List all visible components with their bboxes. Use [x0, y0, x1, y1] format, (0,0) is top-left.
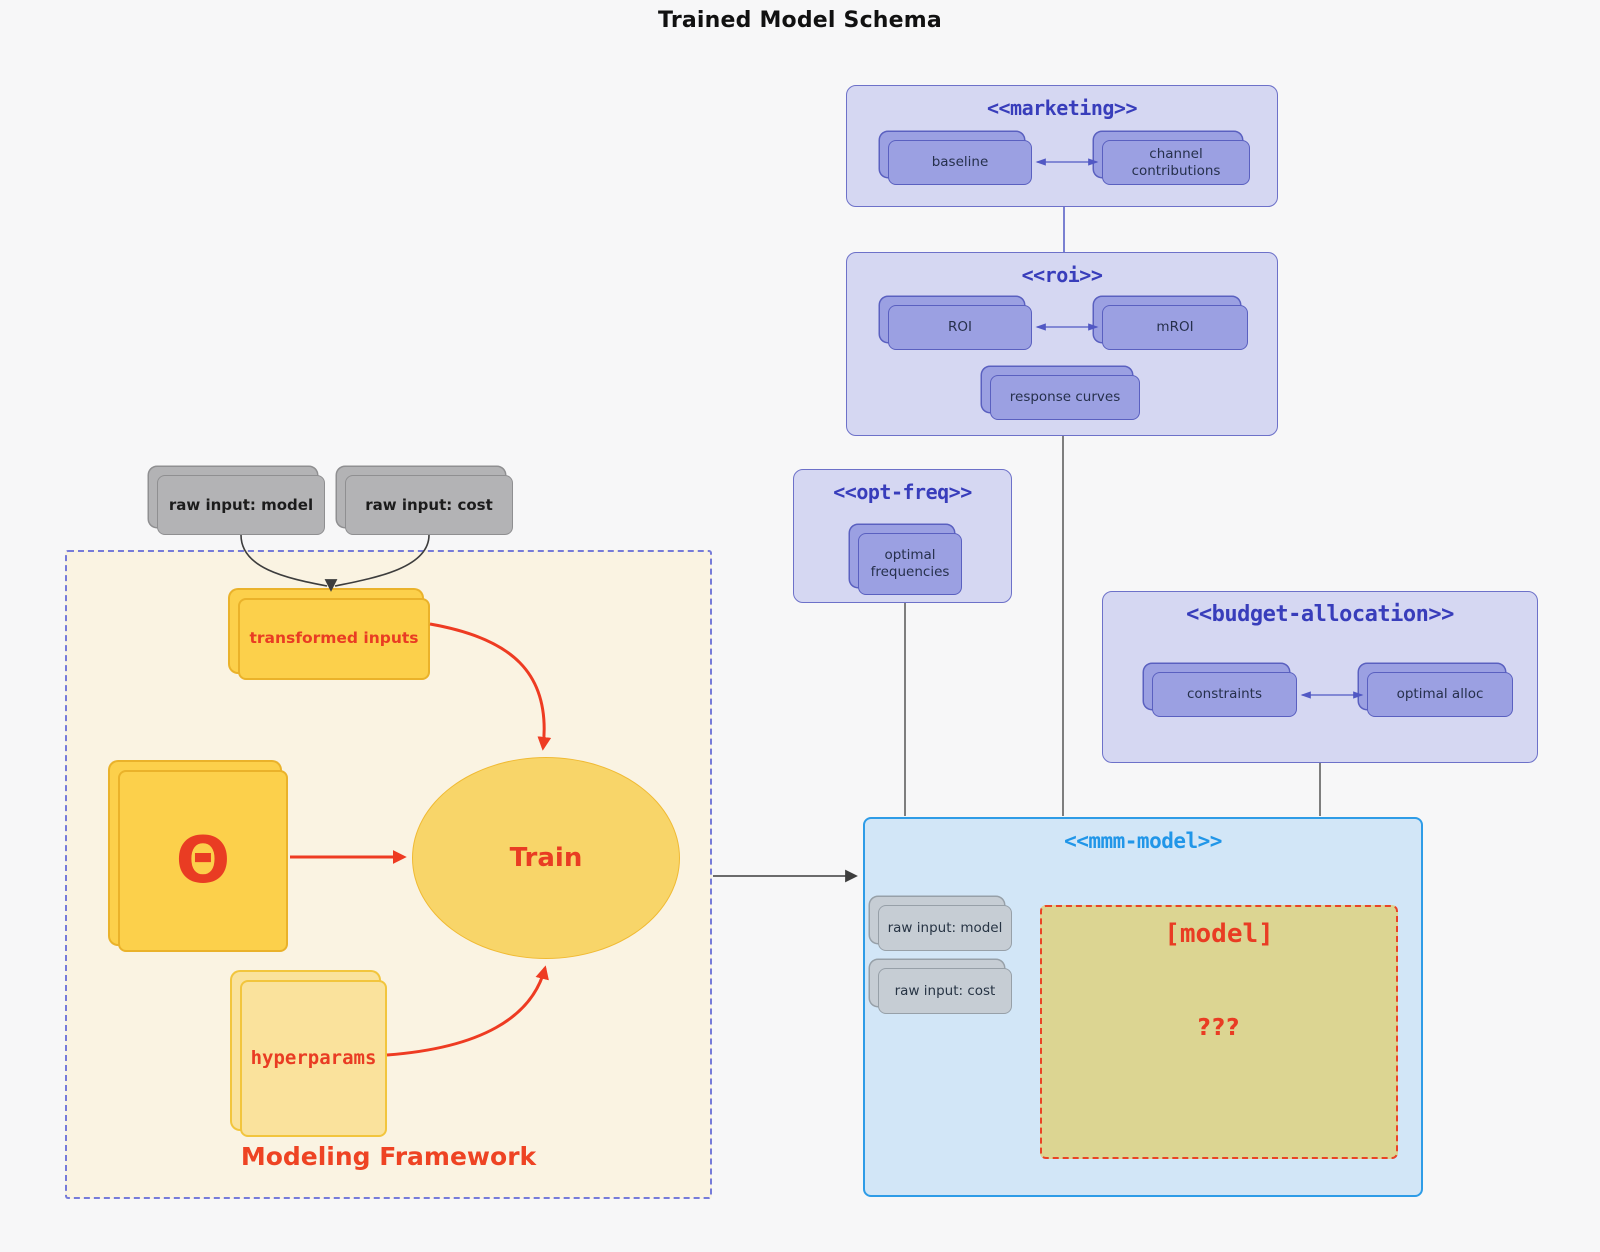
node-channel-contributions: channel contributions [1102, 140, 1250, 185]
node-train: Train [412, 757, 680, 959]
mmm-model-title: <<mmm-model>> [1064, 829, 1222, 853]
node-mroi: mROI [1102, 305, 1248, 350]
node-raw-input-cost: raw input: cost [345, 475, 513, 535]
modeling-framework-label: Modeling Framework [240, 1142, 537, 1171]
node-optimal-frequencies: optimal frequencies [858, 533, 962, 595]
model-box-title: [model] [1164, 919, 1274, 949]
node-baseline: baseline [888, 140, 1032, 185]
opt-freq-title: <<opt-freq>> [833, 480, 972, 504]
page-title: Trained Model Schema [658, 8, 942, 33]
node-roi: ROI [888, 305, 1032, 350]
model-box-unknown: ??? [1197, 1015, 1241, 1041]
node-mmm-raw-input-model: raw input: model [878, 905, 1012, 951]
node-theta: Θ [118, 770, 288, 952]
node-hyperparams: hyperparams [240, 980, 387, 1137]
node-constraints: constraints [1152, 672, 1297, 717]
node-raw-input-model: raw input: model [157, 475, 325, 535]
node-optimal-alloc: optimal alloc [1367, 672, 1513, 717]
node-transformed-inputs: transformed inputs [238, 598, 430, 680]
marketing-title: <<marketing>> [986, 96, 1138, 120]
budget-allocation-title: <<budget-allocation>> [1186, 602, 1454, 627]
node-response-curves: response curves [990, 375, 1140, 420]
roi-title: <<roi>> [1021, 263, 1103, 287]
model-placeholder-box: [model] ??? [1040, 905, 1398, 1159]
node-mmm-raw-input-cost: raw input: cost [878, 968, 1012, 1014]
